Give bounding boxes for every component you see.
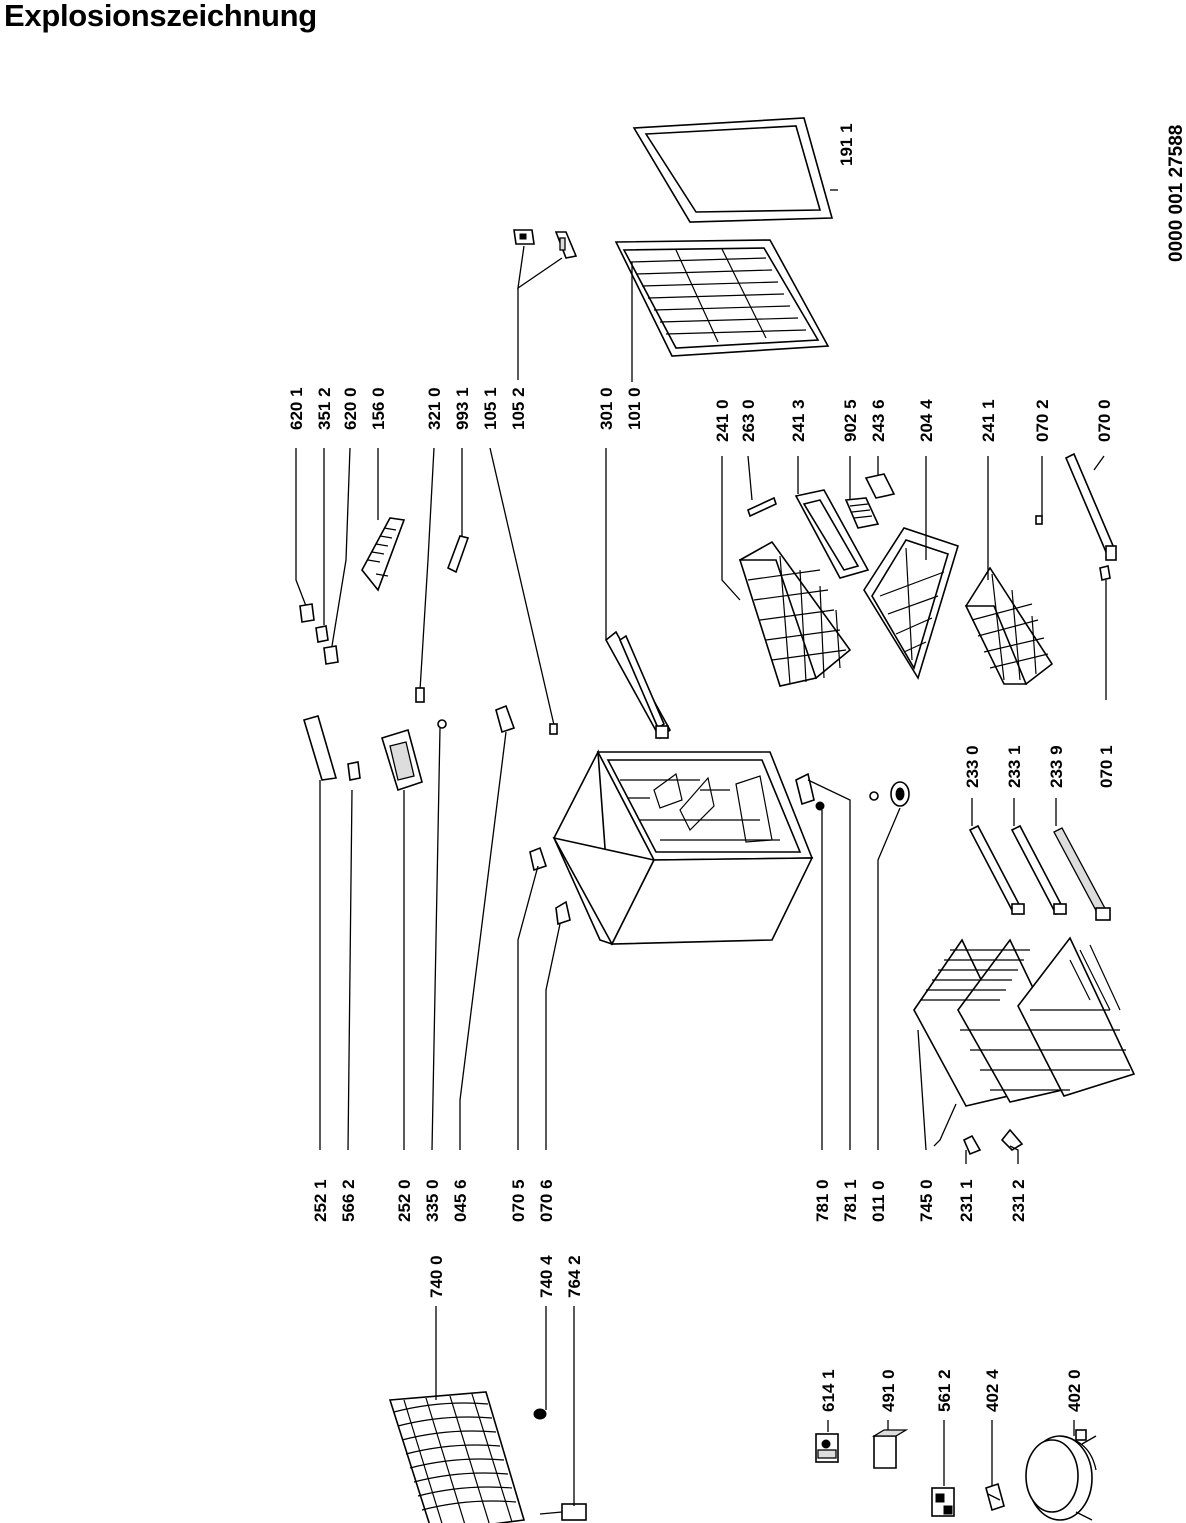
part-263-0 bbox=[747, 496, 777, 518]
part-614-1 bbox=[815, 1433, 839, 1463]
label-204-4: 204 4 bbox=[917, 399, 936, 442]
part-561-2 bbox=[931, 1487, 955, 1517]
label-301-0: 301 0 bbox=[597, 387, 616, 430]
freezer-cabinet bbox=[552, 749, 814, 946]
part-231-1 bbox=[962, 1134, 982, 1156]
label-402-0: 402 0 bbox=[1065, 1369, 1084, 1412]
label-070-6: 070 6 bbox=[537, 1179, 556, 1222]
label-781-0: 781 0 bbox=[813, 1179, 832, 1222]
label-402-4: 402 4 bbox=[983, 1369, 1002, 1412]
part-740-4 bbox=[533, 1408, 547, 1420]
label-011-0: 011 0 bbox=[869, 1180, 888, 1222]
label-252-1: 252 1 bbox=[311, 1179, 330, 1222]
label-233-9: 233 9 bbox=[1047, 745, 1066, 788]
wire-shelves-745-0 bbox=[913, 936, 1136, 1147]
label-231-2: 231 2 bbox=[1009, 1179, 1028, 1222]
label-045-6: 045 6 bbox=[451, 1179, 470, 1222]
label-252-0: 252 0 bbox=[395, 1179, 414, 1222]
drier-764-2 bbox=[539, 1503, 587, 1521]
label-351-2: 351 2 bbox=[315, 387, 334, 430]
part-491-0 bbox=[871, 1429, 909, 1469]
small-parts-top bbox=[299, 517, 558, 735]
label-group-middle: 252 1 566 2 252 0 335 0 045 6 070 5 070 … bbox=[311, 1179, 1028, 1222]
part-070-2 bbox=[1035, 515, 1043, 525]
label-745-0: 745 0 bbox=[917, 1179, 936, 1222]
door-gasket bbox=[632, 117, 834, 223]
label-233-1: 233 1 bbox=[1005, 745, 1024, 788]
compressor-402-0 bbox=[1025, 1429, 1097, 1521]
label-105-2: 105 2 bbox=[509, 387, 528, 430]
document-number: 0000 001 27588 bbox=[1166, 125, 1186, 262]
leaders-lower bbox=[435, 1306, 1075, 1506]
small-parts-middle bbox=[303, 704, 910, 926]
label-070-0: 070 0 bbox=[1095, 399, 1114, 442]
hinge-parts-105-2 bbox=[513, 229, 578, 259]
rails-233 bbox=[968, 824, 1111, 921]
rail-301-0 bbox=[604, 630, 672, 740]
label-241-1: 241 1 bbox=[979, 399, 998, 442]
label-620-0: 620 0 bbox=[341, 387, 360, 430]
label-566-2: 566 2 bbox=[339, 1179, 358, 1222]
freezer-door bbox=[614, 239, 830, 357]
label-740-4: 740 4 bbox=[537, 1255, 556, 1298]
label-614-1: 614 1 bbox=[819, 1369, 838, 1412]
drawer-204-4 bbox=[863, 527, 959, 680]
shelf-cover-241-3 bbox=[794, 489, 870, 579]
electrical-parts bbox=[815, 1429, 1005, 1517]
basket-241-0 bbox=[738, 540, 852, 687]
leader-105-2-split bbox=[517, 245, 563, 290]
label-070-1: 070 1 bbox=[1097, 745, 1116, 788]
label-191-1: 191 1 bbox=[837, 123, 856, 166]
part-243-6 bbox=[864, 473, 896, 499]
label-156-0: 156 0 bbox=[369, 387, 388, 430]
label-070-5: 070 5 bbox=[509, 1179, 528, 1222]
label-group-top-left: 620 1 351 2 620 0 156 0 321 0 993 1 105 … bbox=[287, 123, 856, 430]
label-764-2: 764 2 bbox=[565, 1255, 584, 1298]
grille-902-5 bbox=[844, 497, 880, 529]
label-561-2: 561 2 bbox=[935, 1369, 954, 1412]
label-241-3: 241 3 bbox=[789, 399, 808, 442]
label-group-lower: 740 0 740 4 764 2 614 1 491 0 561 2 402 … bbox=[427, 1255, 1084, 1412]
label-620-1: 620 1 bbox=[287, 387, 306, 430]
leaders-middle bbox=[319, 727, 1019, 1164]
label-231-1: 231 1 bbox=[957, 1179, 976, 1222]
basket-241-1 bbox=[964, 566, 1054, 686]
label-335-0: 335 0 bbox=[423, 1179, 442, 1222]
condenser-740-0 bbox=[388, 1391, 526, 1523]
label-902-5: 902 5 bbox=[841, 399, 860, 442]
part-231-2 bbox=[1000, 1128, 1024, 1152]
label-group-right: 241 0 263 0 241 3 902 5 243 6 204 4 241 … bbox=[713, 399, 1116, 788]
label-993-1: 993 1 bbox=[453, 387, 472, 430]
label-243-6: 243 6 bbox=[869, 399, 888, 442]
label-105-1: 105 1 bbox=[481, 387, 500, 430]
label-781-1: 781 1 bbox=[841, 1179, 860, 1222]
part-402-4 bbox=[985, 1482, 1005, 1512]
leaders-right bbox=[721, 455, 1107, 826]
rail-070-0 bbox=[1064, 452, 1117, 561]
part-070-1 bbox=[1099, 565, 1111, 581]
page-title: Explosionszeichnung bbox=[4, 0, 317, 33]
label-101-0: 101 0 bbox=[625, 387, 644, 430]
label-263-0: 263 0 bbox=[739, 399, 758, 442]
label-491-0: 491 0 bbox=[879, 1369, 898, 1412]
label-241-0: 241 0 bbox=[713, 399, 732, 442]
label-321-0: 321 0 bbox=[425, 387, 444, 430]
label-070-2: 070 2 bbox=[1033, 399, 1052, 442]
leaders-top-left bbox=[295, 447, 607, 726]
label-233-0: 233 0 bbox=[963, 745, 982, 788]
label-740-0: 740 0 bbox=[427, 1255, 446, 1298]
